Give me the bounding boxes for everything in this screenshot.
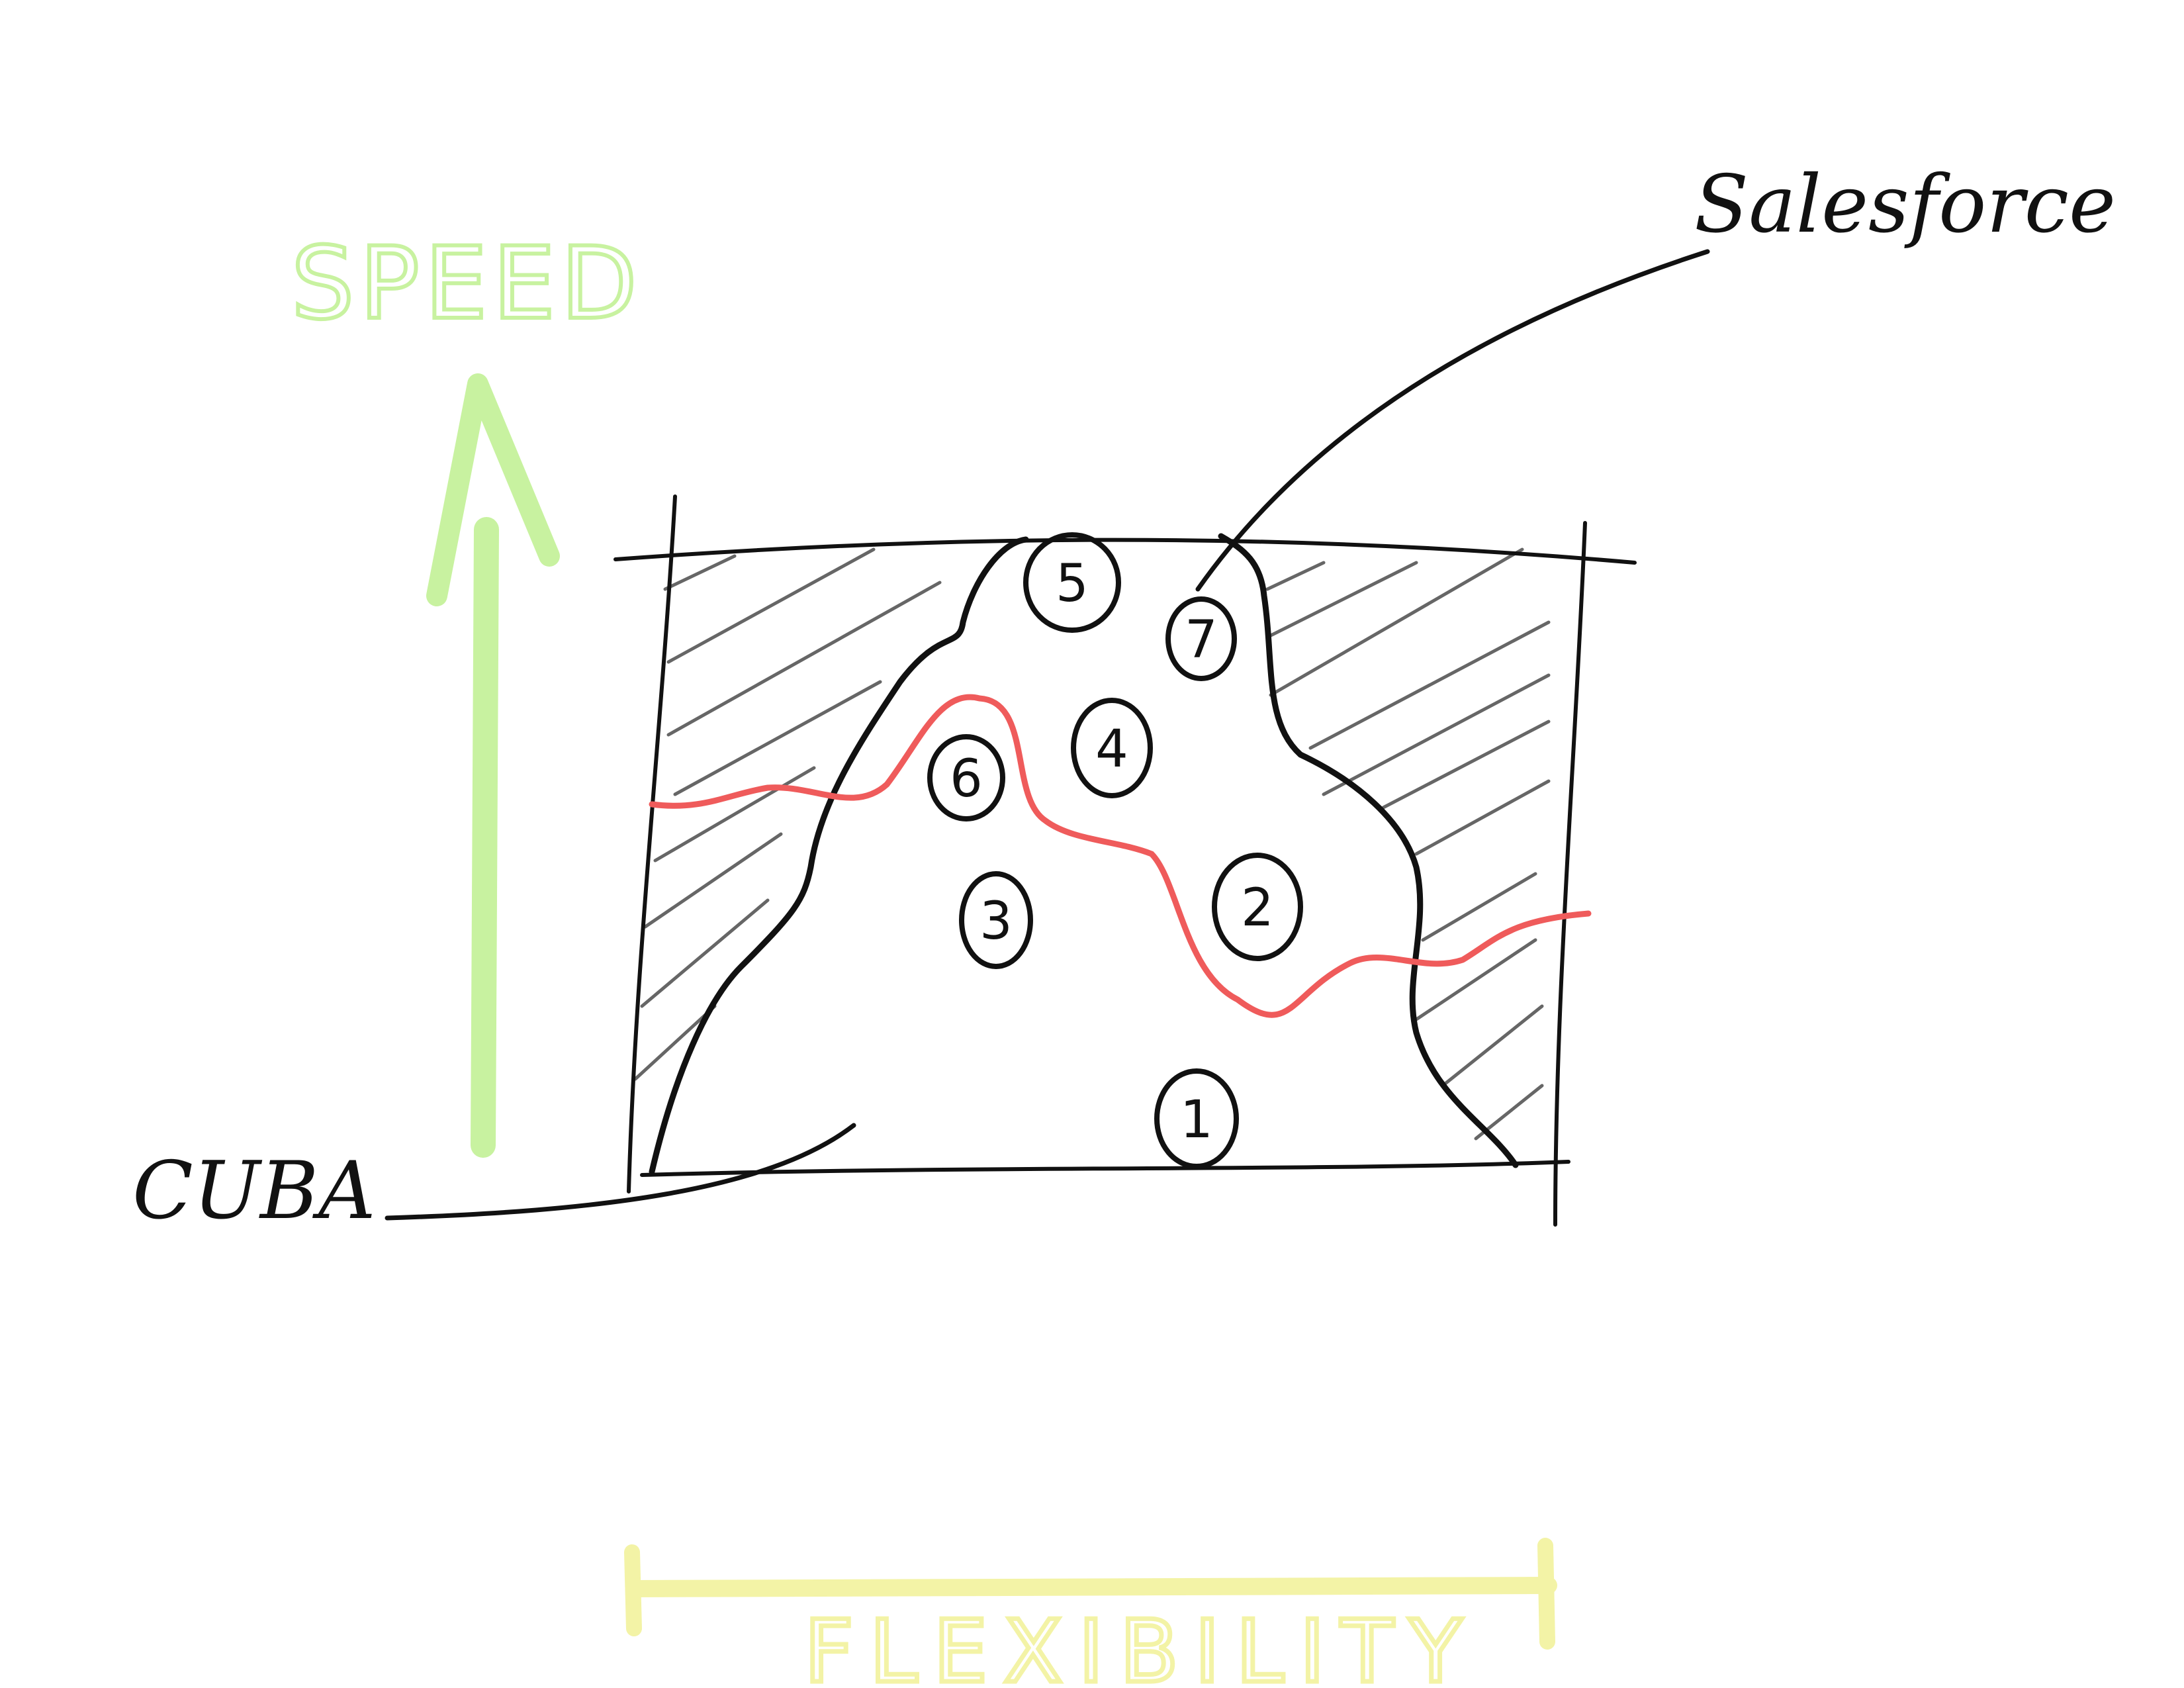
marker-2: 2 bbox=[1212, 853, 1303, 961]
marker-7: 7 bbox=[1165, 596, 1237, 681]
hatched-region-right bbox=[1265, 547, 1551, 1141]
marker-5: 5 bbox=[1023, 532, 1121, 633]
marker-label-5: 5 bbox=[1056, 554, 1089, 614]
marker-label-2: 2 bbox=[1241, 878, 1274, 938]
marker-circle-6 bbox=[927, 734, 1005, 821]
chart-frame bbox=[614, 494, 1637, 1227]
marker-4: 4 bbox=[1071, 698, 1153, 798]
marker-1: 1 bbox=[1154, 1068, 1239, 1169]
marker-circle-1 bbox=[1154, 1068, 1239, 1169]
cuba-callout-line bbox=[385, 1123, 856, 1221]
red-tradeoff-line bbox=[649, 694, 1592, 1018]
marker-circle-5 bbox=[1023, 532, 1121, 633]
salesforce-label: Salesforce bbox=[1694, 159, 2116, 251]
marker-circle-3 bbox=[959, 871, 1033, 969]
marker-label-4: 4 bbox=[1095, 720, 1128, 779]
numbered-markers: 1 2 3 4 5 6 7 bbox=[927, 532, 1303, 1169]
speed-axis-arrow bbox=[426, 373, 560, 1158]
flexibility-axis-bracket bbox=[624, 1538, 1557, 1650]
marker-label-7: 7 bbox=[1185, 610, 1218, 670]
marker-label-3: 3 bbox=[979, 892, 1013, 951]
marker-circle-7 bbox=[1165, 596, 1237, 681]
marker-label-6: 6 bbox=[950, 749, 983, 809]
cuba-label: CUBA bbox=[132, 1145, 376, 1237]
marker-circle-2 bbox=[1212, 853, 1303, 961]
marker-3: 3 bbox=[959, 871, 1033, 969]
marker-6: 6 bbox=[927, 734, 1005, 821]
hatched-region-left bbox=[633, 547, 942, 1081]
salesforce-callout-line bbox=[1195, 249, 1710, 592]
speed-axis-label: SPEED bbox=[291, 226, 643, 342]
marker-circle-4 bbox=[1071, 698, 1153, 798]
marker-label-1: 1 bbox=[1180, 1090, 1213, 1150]
flexibility-axis-label: FLEXIBILITY bbox=[804, 1601, 1478, 1688]
